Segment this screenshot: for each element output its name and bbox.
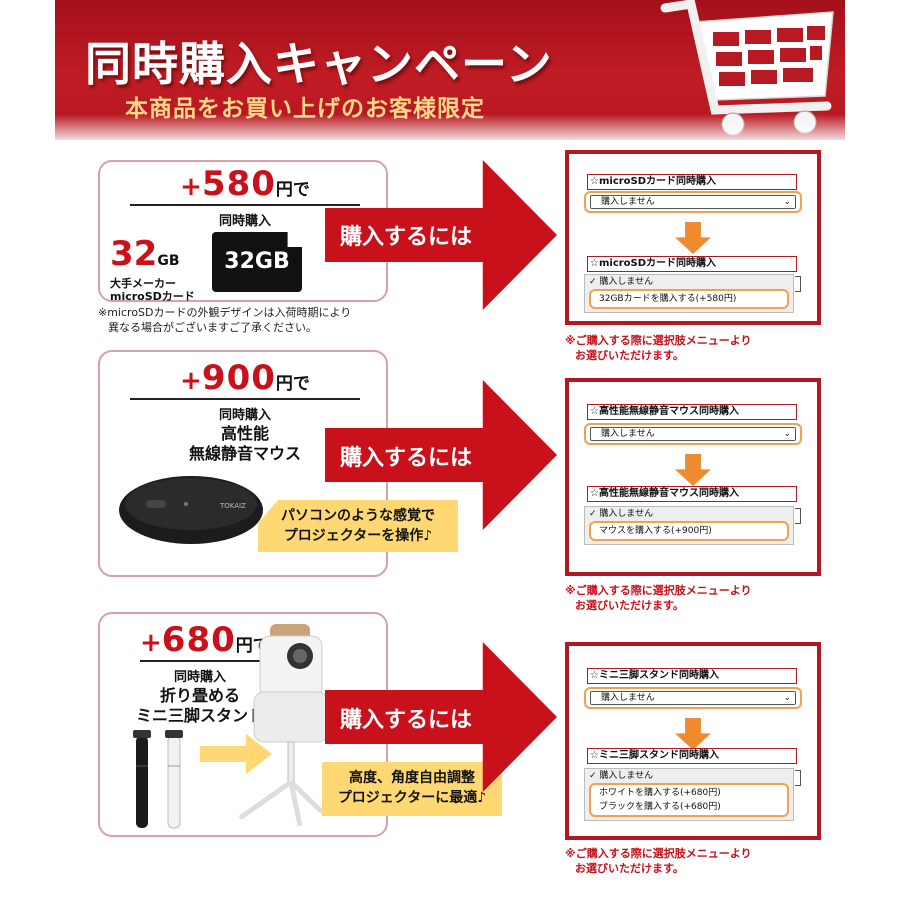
price-plus: + <box>180 366 202 396</box>
product-name: 折り畳める ミニ三脚スタンド <box>100 686 300 726</box>
offer-card-mouse: +900円で 同時購入 高性能 無線静音マウス TOKAIZ パソコンのような感… <box>98 350 458 577</box>
price-line: +580円で <box>130 164 360 206</box>
price-value: 900 <box>201 358 276 398</box>
right-arrow-icon <box>200 734 272 774</box>
select-label: ☆ミニ三脚スタンド同時購入 <box>587 748 797 764</box>
tripod-pair-image <box>133 730 183 829</box>
price-line: +900円で <box>130 358 360 400</box>
price-line: +680円で <box>140 620 290 662</box>
price-plus: + <box>140 628 162 658</box>
select-edge <box>795 770 801 786</box>
wireless-mouse-image: TOKAIZ <box>119 476 263 544</box>
select-label: ☆高性能無線静音マウス同時購入 <box>587 404 797 420</box>
dropdown-option-none[interactable]: ✓ 購入しません <box>589 771 654 781</box>
option-select[interactable]: 購入しません ⌄ <box>584 423 802 445</box>
arrow-label: 購入するには <box>340 225 473 250</box>
sd-maker-label: 大手メーカー microSDカード <box>110 277 195 303</box>
together-label: 同時購入 <box>218 408 271 423</box>
price-suffix: 円で <box>275 180 310 200</box>
dropdown-option-none[interactable]: ✓ 購入しません <box>589 277 654 287</box>
dropdown-option-none[interactable]: ✓ 購入しません <box>589 509 654 519</box>
price-suffix: 円で <box>275 374 310 394</box>
chevron-down-icon: ⌄ <box>783 197 791 207</box>
feature-banner: 高度、角度自由調整 プロジェクターに最適♪ <box>322 762 502 816</box>
feature-banner: パソコンのような感覚で プロジェクターを操作♪ <box>258 500 458 552</box>
dropdown-option-buy[interactable]: 32GBカードを購入する(+580円) <box>599 294 737 304</box>
note-line-2: 異なる場合がございますご了承ください。 <box>108 321 317 334</box>
together-label: 同時購入 <box>173 670 226 685</box>
dropdown-list: ✓ 購入しません 32GBカードを購入する(+580円) <box>584 274 794 313</box>
product-name-line-1: 折り畳める <box>159 686 240 705</box>
product-name: 高性能 無線静音マウス <box>100 424 390 464</box>
selector-panel-tripod: ☆ミニ三脚スタンド同時購入 購入しません ⌄ ☆ミニ三脚スタンド同時購入 ✓ 購入… <box>565 642 821 840</box>
mouse-brand-text: TOKAIZ <box>219 502 246 510</box>
dropdown-highlight: 32GBカードを購入する(+580円) <box>589 289 789 309</box>
arrow-label: 購入するには <box>340 708 473 733</box>
chevron-down-icon: ⌄ <box>783 429 791 439</box>
campaign-title: 同時購入キャンペーン <box>85 37 553 91</box>
dropdown-highlight: マウスを購入する(+900円) <box>589 521 789 541</box>
dropdown-option-black[interactable]: ブラックを購入する(+680円) <box>599 802 721 812</box>
down-arrow-icon <box>675 454 711 486</box>
capacity-unit: GB <box>157 253 180 269</box>
product-name-line-2: ミニ三脚スタンド <box>135 706 264 725</box>
select-edge <box>795 508 801 524</box>
microsd-card-image: 32GB <box>212 232 302 292</box>
dropdown-option-buy[interactable]: マウスを購入する(+900円) <box>599 526 712 536</box>
select-value: 購入しません <box>601 429 655 439</box>
select-label: ☆高性能無線静音マウス同時購入 <box>587 486 797 502</box>
dropdown-option-white[interactable]: ホワイトを購入する(+680円) <box>599 788 721 798</box>
select-note: ※ご購入する際に選択肢メニューより お選びいただけます。 <box>565 846 825 876</box>
selector-panel-microsd: ☆microSDカード同時購入 購入しません⌄ ☆microSDカード同時購入 … <box>565 150 821 325</box>
select-note: ※ご購入する際に選択肢メニューより お選びいただけます。 <box>565 583 825 613</box>
select-label: ☆ミニ三脚スタンド同時購入 <box>587 668 797 684</box>
down-arrow-icon <box>675 222 711 254</box>
price-value: 680 <box>161 620 236 660</box>
price-value: 580 <box>201 164 276 204</box>
banner-line-2: プロジェクターに最適♪ <box>337 790 487 806</box>
note-line-2: お選びいただけます。 <box>575 862 684 875</box>
sd-capacity: 32GB <box>110 234 180 274</box>
dropdown-list: ✓ 購入しません ホワイトを購入する(+680円) ブラックを購入する(+680… <box>584 768 794 821</box>
banner-line-1: パソコンのような感覚で <box>281 508 435 524</box>
shopping-cart-icon <box>660 0 834 136</box>
select-label: ☆microSDカード同時購入 <box>587 174 797 190</box>
banner-line-1: 高度、角度自由調整 <box>349 770 475 786</box>
maker-line-2: microSDカード <box>110 290 195 303</box>
down-arrow-icon <box>675 718 711 750</box>
product-name-line-1: 高性能 <box>220 424 269 443</box>
select-edge <box>795 276 801 292</box>
projector-on-tripod-image <box>238 624 326 827</box>
campaign-header: 同時購入キャンペーン 本商品をお買い上げのお客様限定 <box>55 0 845 140</box>
select-value: 購入しません <box>601 693 655 703</box>
maker-line-1: 大手メーカー <box>110 277 176 290</box>
option-select[interactable]: 購入しません ⌄ <box>584 687 802 709</box>
note-line-2: お選びいただけます。 <box>575 349 684 362</box>
selector-panel-mouse: ☆高性能無線静音マウス同時購入 購入しません⌄ ☆高性能無線静音マウス同時購入 … <box>565 378 821 576</box>
together-label: 同時購入 <box>218 214 271 229</box>
chevron-down-icon: ⌄ <box>783 693 791 703</box>
dropdown-list: ✓ 購入しません マウスを購入する(+900円) <box>584 506 794 545</box>
banner-line-2: プロジェクターを操作♪ <box>283 528 433 544</box>
select-label: ☆microSDカード同時購入 <box>587 256 797 272</box>
price-plus: + <box>180 172 202 202</box>
dropdown-highlight: ホワイトを購入する(+680円) ブラックを購入する(+680円) <box>589 783 789 817</box>
option-select[interactable]: 購入しません ⌄ <box>584 191 802 213</box>
note-line-2: お選びいただけます。 <box>575 599 684 612</box>
capacity-value: 32 <box>110 234 158 274</box>
select-note: ※ご購入する際に選択肢メニューより お選びいただけます。 <box>565 333 825 363</box>
product-name-line-2: 無線静音マウス <box>188 444 301 463</box>
campaign-subtitle: 本商品をお買い上げのお客様限定 <box>125 96 485 122</box>
note-line-1: ※ご購入する際に選択肢メニューより <box>565 334 752 347</box>
arrow-label: 購入するには <box>340 446 473 471</box>
note-line-1: ※ご購入する際に選択肢メニューより <box>565 847 752 860</box>
note-line-1: ※ご購入する際に選択肢メニューより <box>565 584 752 597</box>
appearance-note: ※microSDカードの外観デザインは入荷時期により 異なる場合がございますご了… <box>98 305 351 335</box>
select-value: 購入しません <box>601 197 655 207</box>
note-line-1: ※microSDカードの外観デザインは入荷時期により <box>98 306 352 319</box>
